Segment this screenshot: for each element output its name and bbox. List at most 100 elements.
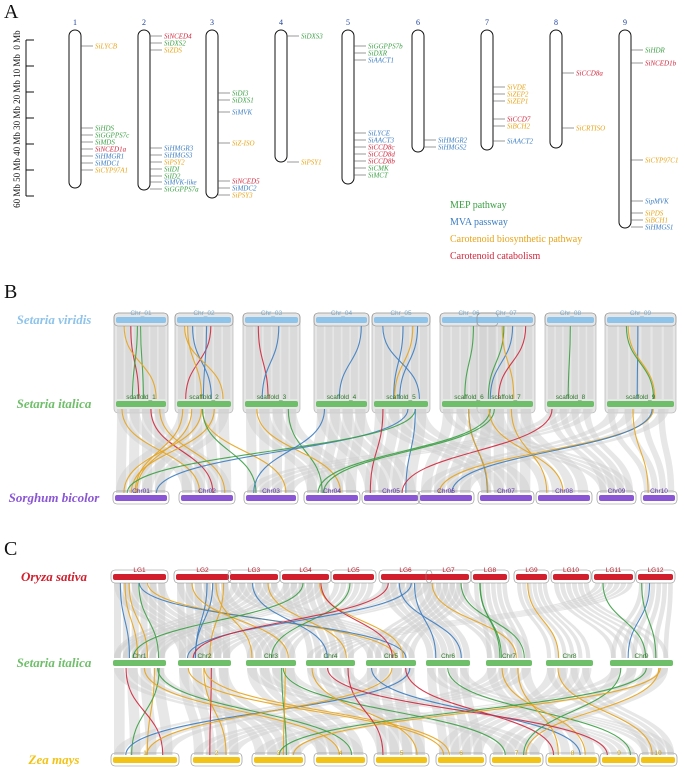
- synteny-gene-link: [447, 667, 632, 756]
- synteny-band: [579, 326, 586, 399]
- chromosome-bar: [599, 495, 634, 501]
- synteny-gene-link: [413, 582, 437, 659]
- synteny-gene-link: [267, 582, 347, 659]
- chromosome-bar: [282, 574, 329, 580]
- synteny-gene-link: [464, 325, 474, 400]
- mid-chromosome-4: scaffold_4: [316, 394, 367, 407]
- chromosome-outline: [371, 312, 431, 327]
- bottom-chromosome-8: 8: [545, 750, 600, 767]
- chromosome-outline: [489, 752, 544, 767]
- synteny-gene-link: [138, 582, 160, 659]
- chromosome-bar: [366, 660, 416, 666]
- synteny-gene-link: [192, 582, 389, 659]
- bottom-chromosome-4: 4: [313, 750, 368, 767]
- bottom-chromosome-7: Chr07: [477, 488, 535, 505]
- synteny-gene-link: [159, 408, 226, 494]
- chromosome-number: 8: [554, 18, 558, 27]
- chromosome-bar: [116, 317, 166, 323]
- gene-label: SiPSY3: [232, 192, 253, 200]
- chromosome-outline: [638, 752, 678, 767]
- synteny-gene-link: [320, 582, 393, 659]
- synteny-band: [443, 326, 451, 399]
- gene-label: SiID2: [164, 173, 181, 181]
- chromosome-label: Chr1: [132, 653, 146, 660]
- synteny-links: [114, 582, 675, 756]
- synteny-band: [131, 583, 204, 658]
- legend-item-carotenoid: Carotenoid biosynthetic pathway: [450, 234, 582, 245]
- chromosome-outline: [470, 569, 510, 584]
- synteny-band: [489, 326, 497, 399]
- synteny-gene-link: [401, 408, 553, 494]
- chromosome-bar: [245, 317, 298, 323]
- chromosome-bar: [68, 29, 82, 189]
- synteny-gene-link: [121, 408, 201, 494]
- chromosome-label: Chr07: [497, 488, 515, 495]
- gene-label: SiMVK: [232, 109, 253, 117]
- chromosome-bar: [516, 574, 547, 580]
- synteny-band: [449, 583, 516, 658]
- chromosome-outline: [535, 490, 593, 505]
- synteny-band: [438, 668, 658, 755]
- gene-label: SiHDS: [95, 125, 115, 133]
- scale-tick-label: 60 Mb: [12, 184, 22, 208]
- synteny-gene-link: [287, 408, 323, 494]
- chromosome-label: LG9: [525, 567, 538, 574]
- synteny-band: [449, 668, 666, 755]
- bottom-chromosome-3: Chr03: [243, 488, 299, 505]
- top-chromosome-7: LG7: [425, 567, 472, 584]
- synteny-gene-link: [369, 408, 384, 494]
- gene-label: SiPSY1: [301, 159, 322, 167]
- synteny-band: [179, 668, 265, 755]
- gene-label: SiDXS3: [301, 33, 323, 41]
- chromosome-label: scaffold_2: [189, 394, 219, 401]
- synteny-gene-link: [282, 667, 286, 756]
- gene-label: SiCMK: [368, 165, 389, 173]
- synteny-band: [272, 409, 581, 493]
- chromosome-outline: [513, 569, 550, 584]
- gene-label: SiHMGS1: [645, 224, 673, 232]
- top-chromosome-12: LG12: [635, 567, 676, 584]
- chromosome-bar: [341, 29, 355, 185]
- gene-label: SiPSY2: [164, 159, 185, 167]
- chromosome-outline: [190, 752, 243, 767]
- synteny-gene-link: [632, 408, 649, 494]
- synteny-band: [133, 326, 141, 399]
- synteny-band: [624, 409, 659, 493]
- chromosome-bar: [486, 660, 532, 666]
- synteny-gene-link: [186, 582, 412, 659]
- chromosome-outline: [591, 569, 636, 584]
- bottom-chromosome-4: Chr04: [303, 488, 361, 505]
- chromosome-label: LG2: [196, 567, 209, 574]
- chromosome-bar: [546, 660, 593, 666]
- bottom-chromosome-7: 7: [489, 750, 544, 767]
- gene-label: SiAACT1: [368, 57, 394, 65]
- synteny-band: [542, 583, 591, 658]
- synteny-band: [619, 326, 629, 399]
- synteny-band: [383, 583, 449, 658]
- chromosome-label: Chr_04: [331, 310, 353, 317]
- synteny-band: [259, 409, 570, 493]
- chromosome-bar: [381, 574, 430, 580]
- synteny-band: [158, 326, 166, 399]
- top-chromosome-3: Chr_03: [242, 310, 301, 327]
- top-chromosome-3: LG3: [227, 567, 281, 584]
- synteny-gene-link: [510, 408, 548, 494]
- synteny-gene-link: [203, 667, 227, 756]
- synteny-band: [130, 668, 390, 755]
- synteny-gene-link: [398, 582, 462, 659]
- chromosome-number: 2: [142, 18, 146, 27]
- synteny-gene-link: [488, 408, 564, 494]
- top-chromosome-10: LG10: [550, 567, 592, 584]
- gene-label: SiCRTISO: [576, 125, 605, 133]
- chromosome-outline: [110, 752, 180, 767]
- synteny-band: [608, 409, 651, 493]
- synteny-band: [117, 326, 124, 399]
- synteny-band: [527, 583, 567, 658]
- chromosome-label: LG1: [133, 567, 146, 574]
- chromosome-label: LG8: [484, 567, 497, 574]
- synteny-band: [460, 409, 669, 493]
- gene-label: SiDI3: [232, 90, 249, 98]
